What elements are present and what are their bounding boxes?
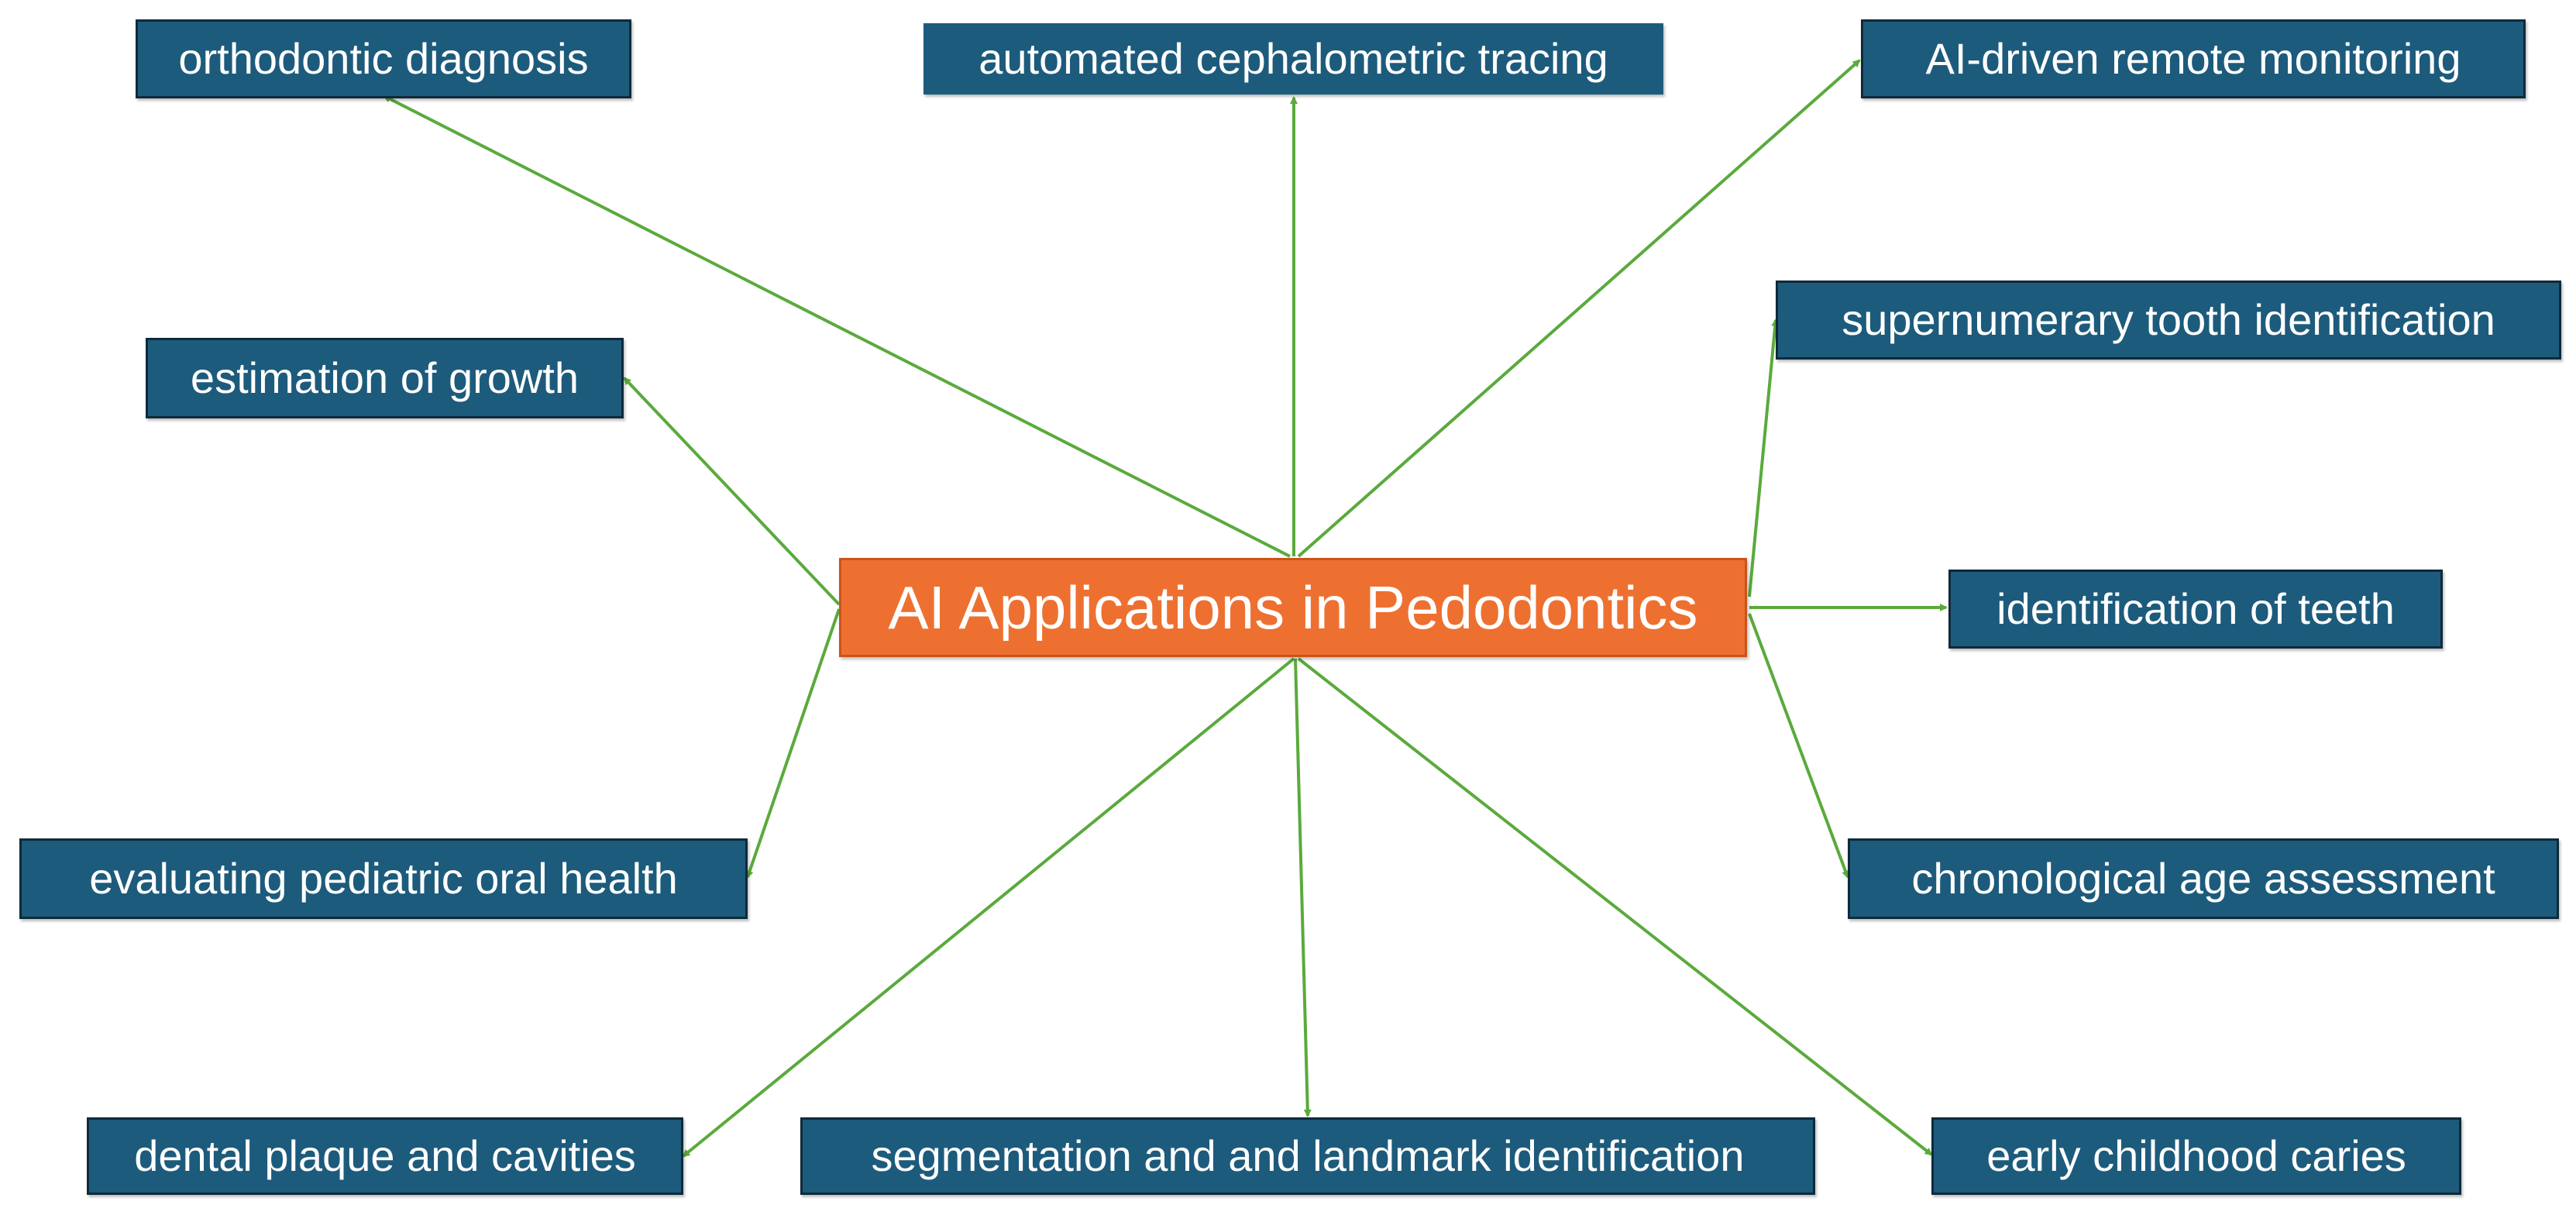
node-early-childhood-caries: early childhood caries [1931, 1117, 2461, 1195]
node-label: evaluating pediatric oral health [89, 854, 678, 903]
node-dental-plaque-and-cavities: dental plaque and cavities [87, 1117, 683, 1195]
node-chronological-age-assessment: chronological age assessment [1848, 838, 2559, 919]
node-label: orthodontic diagnosis [178, 34, 589, 83]
node-label: dental plaque and cavities [134, 1131, 636, 1180]
arrow-to-early-childhood-caries [1297, 657, 1933, 1156]
node-label: segmentation and and landmark identifica… [871, 1131, 1745, 1180]
node-segmentation-and-landmark-identification: segmentation and and landmark identifica… [800, 1117, 1815, 1195]
central-topic-node: AI Applications in Pedodontics [839, 558, 1747, 657]
arrow-to-dental-plaque [682, 657, 1295, 1158]
node-label: estimation of growth [190, 353, 580, 402]
node-label: supernumerary tooth identification [1842, 295, 2495, 344]
node-estimation-of-growth: estimation of growth [146, 338, 624, 418]
node-label: chronological age assessment [1911, 854, 2495, 903]
arrow-to-growth-estimation [623, 377, 841, 606]
node-orthodontic-diagnosis: orthodontic diagnosis [136, 19, 631, 98]
node-identification-of-teeth: identification of teeth [1948, 570, 2443, 649]
node-supernumerary-tooth-identification: supernumerary tooth identification [1776, 281, 2561, 360]
node-ai-driven-remote-monitoring: AI-driven remote monitoring [1861, 19, 2526, 98]
arrow-to-orthodontic-diagnosis [383, 95, 1291, 558]
arrow-to-remote-monitoring [1297, 59, 1861, 558]
arrow-to-chronological-age [1748, 613, 1849, 879]
node-label: automated cephalometric tracing [978, 34, 1608, 83]
arrow-to-supernumerary-tooth [1748, 318, 1780, 597]
node-evaluating-pediatric-oral-health: evaluating pediatric oral health [19, 838, 748, 919]
node-label: early childhood caries [1986, 1131, 2406, 1180]
central-topic-label: AI Applications in Pedodontics [888, 573, 1698, 642]
node-automated-cephalometric-tracing: automated cephalometric tracing [923, 23, 1663, 95]
arrow-to-evaluating-oral-health [745, 608, 841, 879]
arrow-to-segmentation [1294, 658, 1312, 1117]
node-label: AI-driven remote monitoring [1925, 34, 2461, 83]
node-label: identification of teeth [1996, 584, 2395, 633]
